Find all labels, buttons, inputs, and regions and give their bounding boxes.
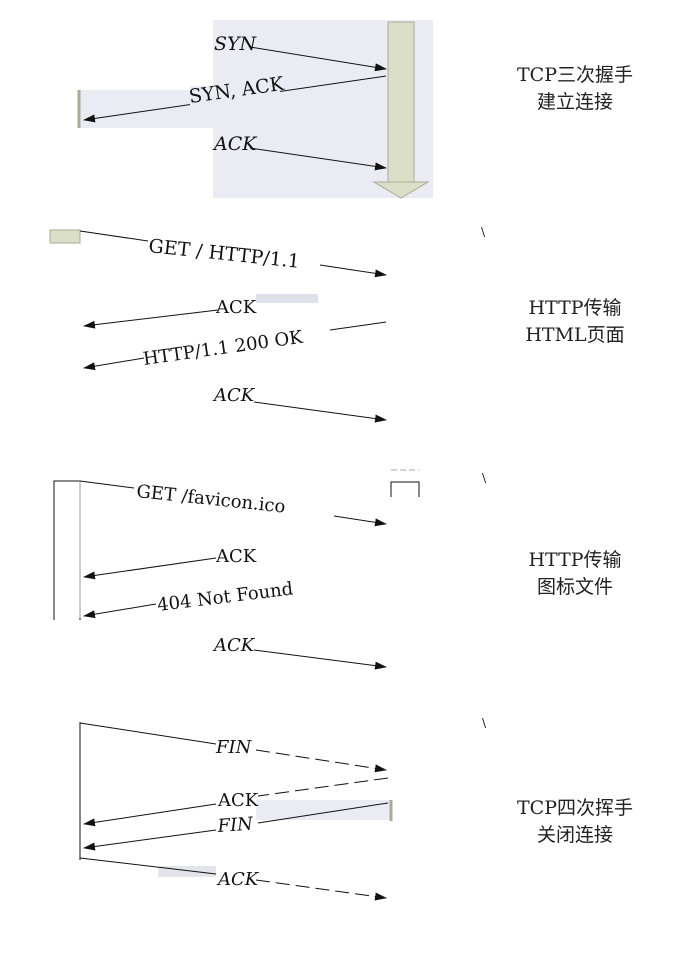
caption-http-icon: HTTP传输 图标文件 [490,547,660,601]
msg-200-line-a [329,321,387,331]
caption-tcp-teardown-line1: TCP四次挥手 [517,797,633,819]
section2-corner-mark: \ [481,225,486,239]
msg-ack7-line-a [79,857,217,875]
msg-get-line [319,264,387,278]
caption-http-html-line2: HTML页面 [525,324,625,346]
msg-get-label: GET / HTTP/1.1 [147,235,300,273]
caption-tcp-teardown-line2: 关闭连接 [536,824,613,846]
msg-ack7-line-b [255,879,387,901]
msg-ack7-shade [158,866,216,877]
section2-client-stub [49,229,81,244]
msg-ack4-label: ACK [215,546,257,567]
section2-header-line [79,230,149,242]
msg-getfav-line-b [333,515,387,527]
msg-200-line-b [83,357,145,371]
section3-server-frame [390,481,420,497]
server-lifeline-bar [387,21,415,183]
msg-getfav-line-a [79,480,135,489]
section3-corner-mark: \ [482,471,487,485]
msg-ack5-line [253,649,387,670]
msg-404-line [83,603,157,619]
caption-tcp-teardown: TCP四次挥手 关闭连接 [490,795,660,849]
msg-ack5-label: ACK [212,635,256,656]
msg-404-label: 404 Not Found [156,578,294,615]
caption-tcp-handshake-line1: TCP三次握手 [517,64,633,86]
msg-200-label: HTTP/1.1 200 OK [142,327,305,370]
msg-ack1-line [249,147,387,171]
msg-syn-label: SYN [214,33,258,55]
caption-tcp-handshake: TCP三次握手 建立连接 [490,62,660,116]
msg-ack3-label: ACK [212,385,256,406]
caption-http-icon-line2: 图标文件 [536,576,613,598]
msg-synack-label-bg [190,86,280,106]
section4-panel [256,800,392,820]
server-lifeline-arrow-icon [372,181,430,199]
msg-syn-line [249,46,387,72]
caption-http-icon-line1: HTTP传输 [528,549,622,571]
msg-fin1-line-b [255,749,387,773]
msg-fin2-line-b [83,829,217,851]
section3-client-frame [53,480,81,620]
msg-getfav-label: GET /favicon.ico [135,481,286,518]
msg-fin2-line-a [257,802,389,824]
section4-corner-mark: \ [482,716,487,730]
msg-ack2-label: ACK [215,297,257,318]
msg-ack6-line-b [83,803,217,827]
msg-ack1-label: ACK [212,133,258,155]
caption-http-html: HTTP传输 HTML页面 [490,295,660,349]
msg-fin1-label: FIN [215,737,253,758]
msg-ack7-label: ACK [216,869,260,890]
msg-ack2-line [83,309,219,329]
msg-ack3-line [253,401,387,423]
caption-tcp-handshake-line2: 建立连接 [536,91,613,113]
msg-ack6-line-a [257,777,389,797]
msg-ack6-label: ACK [217,790,259,811]
caption-http-html-line1: HTTP传输 [528,297,622,319]
msg-fin1-line-a [79,722,217,745]
msg-ack4-line [83,557,217,580]
msg-fin2-label: FIN [216,813,255,837]
msg-ack2-shade [256,294,318,303]
